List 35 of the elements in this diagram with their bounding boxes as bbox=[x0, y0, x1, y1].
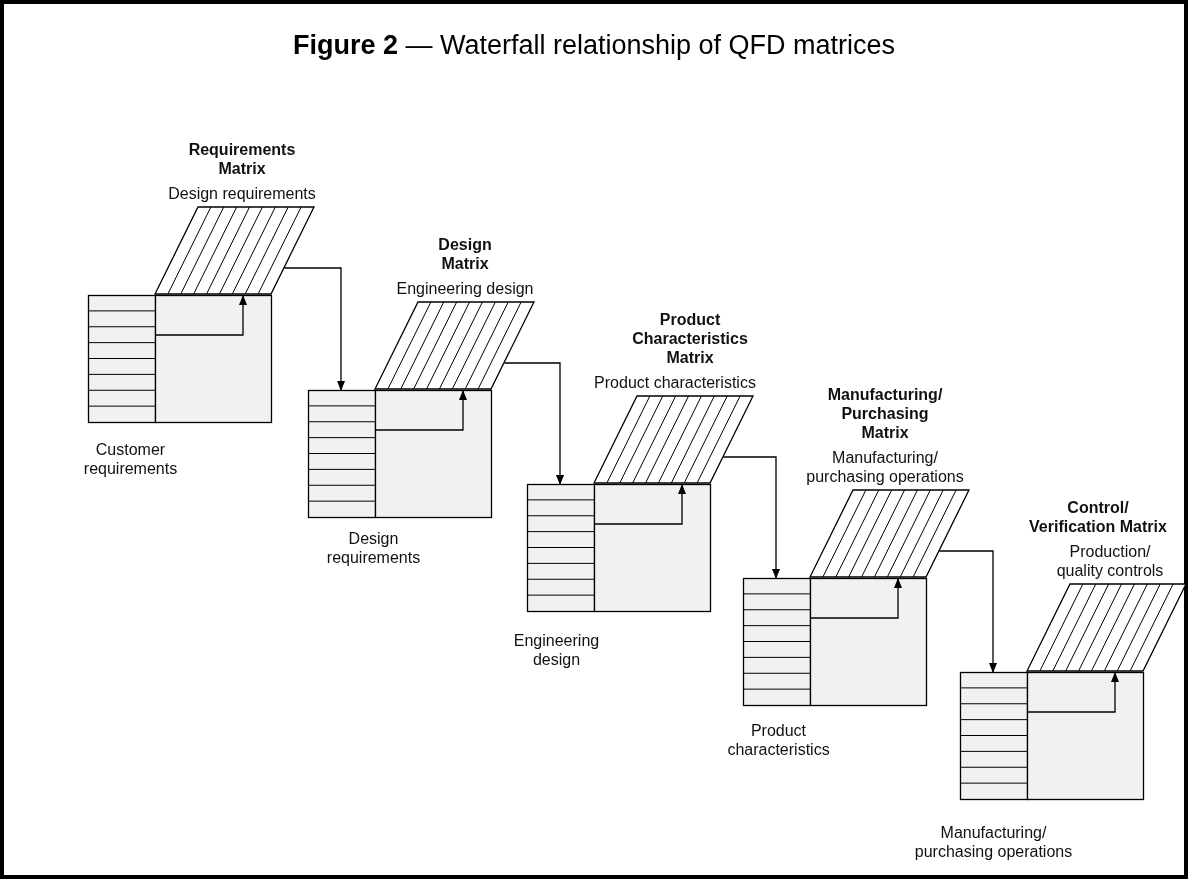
roof-label: Design requirements bbox=[167, 184, 317, 203]
matrix-body bbox=[1027, 672, 1144, 800]
row-header-grid bbox=[308, 390, 376, 518]
matrix-heading: Requirements Matrix bbox=[187, 140, 297, 178]
matrix-heading: Design Matrix bbox=[437, 235, 493, 273]
matrix-heading: Control/ Verification Matrix bbox=[1028, 498, 1168, 536]
matrix-heading: Manufacturing/ Purchasing Matrix bbox=[826, 385, 944, 442]
matrix-body bbox=[155, 295, 272, 423]
row-header-grid bbox=[527, 484, 595, 612]
arrow bbox=[809, 578, 902, 619]
roof-label: Product characteristics bbox=[593, 373, 757, 392]
row-label: Customer requirements bbox=[82, 440, 179, 478]
row-label: Product characteristics bbox=[726, 721, 831, 759]
row-header-grid bbox=[960, 672, 1028, 800]
row-label: Manufacturing/ purchasing operations bbox=[913, 823, 1074, 861]
row-header-grid bbox=[88, 295, 156, 423]
matrix-body bbox=[810, 578, 927, 706]
arrow bbox=[503, 362, 564, 485]
matrix-heading: Product Characteristics Matrix bbox=[631, 310, 749, 367]
arrow bbox=[593, 484, 686, 525]
matrix-body bbox=[594, 484, 711, 612]
row-header-grid bbox=[743, 578, 811, 706]
roof-label: Engineering design bbox=[395, 279, 535, 298]
arrow bbox=[283, 267, 345, 391]
figure-title: Figure 2 — Waterfall relationship of QFD matrices bbox=[291, 30, 897, 61]
row-label: Design requirements bbox=[325, 529, 422, 567]
matrix-body bbox=[375, 390, 492, 518]
arrow bbox=[374, 390, 467, 431]
arrow bbox=[154, 295, 247, 336]
roof-label: Production/ quality controls bbox=[1055, 542, 1165, 580]
roof-label: Manufacturing/ purchasing operations bbox=[805, 448, 965, 486]
arrow bbox=[1026, 672, 1119, 713]
row-label: Engineering design bbox=[512, 631, 601, 669]
arrow bbox=[938, 550, 997, 673]
arrow bbox=[722, 456, 780, 579]
